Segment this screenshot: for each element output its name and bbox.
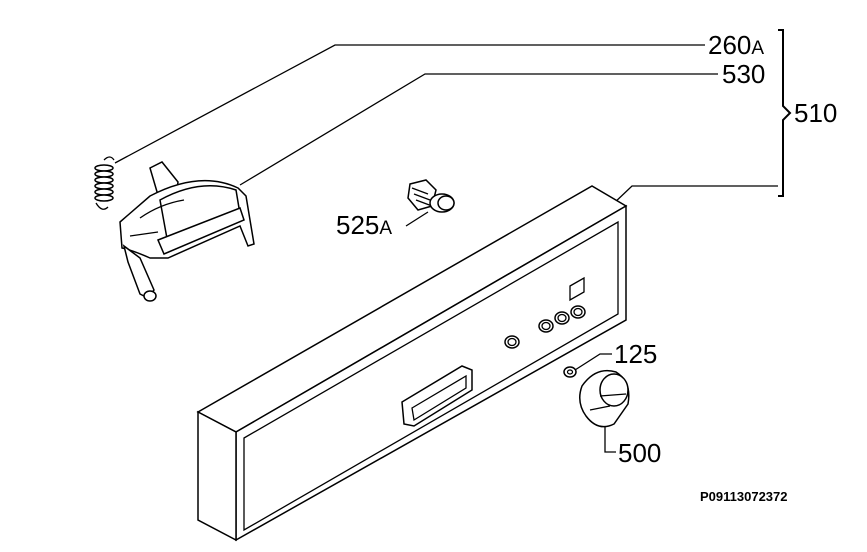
- label-500: 500: [618, 438, 661, 468]
- leader-line-525a: [405, 211, 429, 227]
- label-525a: 525A: [336, 210, 392, 240]
- leader-line-500: [604, 420, 616, 453]
- leader-line-125: [574, 353, 612, 371]
- lamp-part: [407, 179, 455, 213]
- leader-line-530: [239, 73, 718, 186]
- leader-line-510: [611, 185, 778, 206]
- label-510: 510: [794, 98, 837, 128]
- assembly-brace: [778, 29, 792, 197]
- label-125: 125: [614, 339, 657, 369]
- spring-part: [94, 156, 115, 210]
- label-260a: 260A: [708, 30, 764, 60]
- diagram-code: P09113072372: [700, 489, 787, 504]
- label-530: 530: [722, 59, 765, 89]
- leader-line-260a: [114, 44, 705, 164]
- bracket-part: [119, 161, 255, 302]
- leader-lines: [114, 44, 778, 453]
- knob-part: [579, 369, 630, 428]
- nut-part: [563, 366, 577, 378]
- control-panel-part: [196, 185, 628, 542]
